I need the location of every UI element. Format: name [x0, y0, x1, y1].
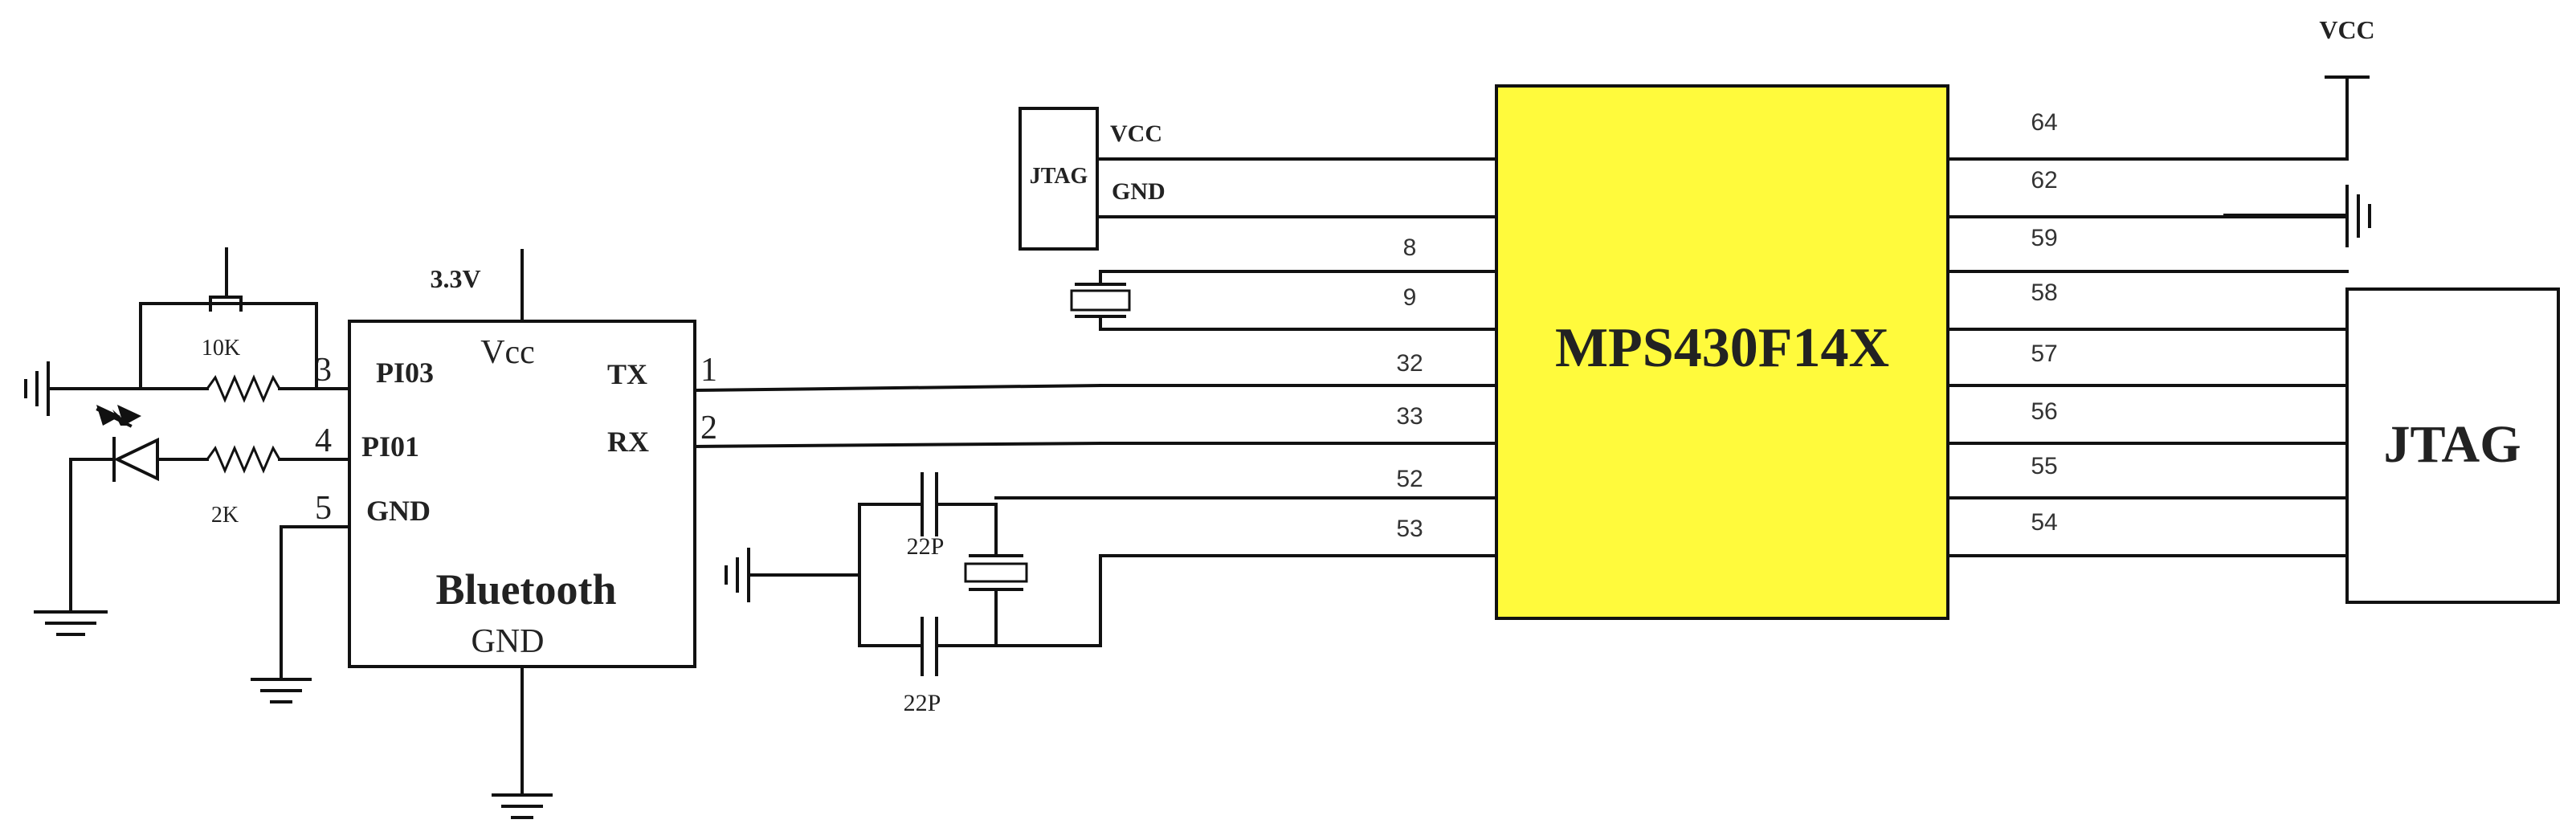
bluetooth-tx-label: TX: [607, 358, 647, 390]
pin-32-label: 32: [1396, 350, 1423, 377]
pin-9-label: 9: [1403, 284, 1417, 311]
jtag-large-label: JTAG: [2383, 415, 2521, 474]
pin-64-label: 64: [2031, 109, 2057, 136]
resistor-r2-label: 2K: [211, 503, 239, 528]
wire-rx: [692, 441, 1103, 449]
pin4-label: 4: [315, 422, 332, 459]
ground-icon: [251, 525, 351, 703]
oscillator-network: [858, 472, 1102, 676]
pin2-label: 2: [700, 410, 717, 447]
bluetooth-pi01-label: PI01: [361, 430, 419, 463]
bluetooth-pi03-label: PI03: [376, 357, 434, 389]
pin5-label: 5: [315, 490, 332, 527]
pin-52-label: 52: [1396, 466, 1423, 492]
resistor-10k-icon: [206, 374, 281, 403]
bluetooth-vcc-label: Vcc: [480, 334, 535, 371]
vcc-top-label: VCC: [2319, 15, 2374, 44]
pin-55-label: 55: [2031, 453, 2057, 479]
supply-3v3-label: 3.3V: [430, 264, 480, 293]
mcu-chip: [1495, 84, 1949, 620]
pin-8-label: 8: [1403, 234, 1417, 261]
bluetooth-rx-label: RX: [607, 426, 649, 458]
ground-icon: [492, 665, 553, 819]
pin-54-label: 54: [2031, 509, 2057, 536]
jtag-vcc-label: VCC: [1110, 120, 1162, 147]
bluetooth-module: [348, 320, 696, 668]
ground-icon: [725, 548, 861, 602]
resistor-r1-label: 10K: [202, 336, 240, 361]
cap-c1-label: 22P: [907, 533, 945, 560]
pin-59-label: 59: [2031, 225, 2057, 251]
ground-icon: [2223, 185, 2371, 247]
mcu-label: MPS430F14X: [1555, 317, 1889, 379]
cap-c2-label: 22P: [904, 690, 941, 716]
pin3-label: 3: [315, 352, 332, 389]
pin-62-label: 62: [2031, 167, 2057, 194]
pin-53-label: 53: [1396, 516, 1423, 542]
jtag-connector-large: [2345, 287, 2560, 604]
pin-33-label: 33: [1396, 403, 1423, 430]
jtag-connector-small: [1019, 107, 1099, 251]
pin-58-label: 58: [2031, 279, 2057, 306]
jtag-gnd-label: GND: [1112, 178, 1166, 205]
jtag-small-label: JTAG: [1030, 164, 1088, 189]
ground-icon: [34, 610, 108, 636]
bluetooth-gnd-label: GND: [472, 623, 545, 660]
led-icon: [69, 405, 159, 614]
pin1-label: 1: [700, 352, 717, 389]
pin-57-label: 57: [2031, 340, 2057, 367]
pin-56-label: 56: [2031, 398, 2057, 425]
bluetooth-gnd-left-label: GND: [366, 495, 431, 527]
push-button-icon: [139, 247, 318, 390]
wire-tx: [692, 383, 1103, 393]
bluetooth-label: Bluetooth: [435, 565, 616, 614]
crystal-icon: [1070, 270, 1131, 331]
ground-icon: [24, 361, 50, 416]
resistor-2k-icon: [206, 445, 281, 474]
